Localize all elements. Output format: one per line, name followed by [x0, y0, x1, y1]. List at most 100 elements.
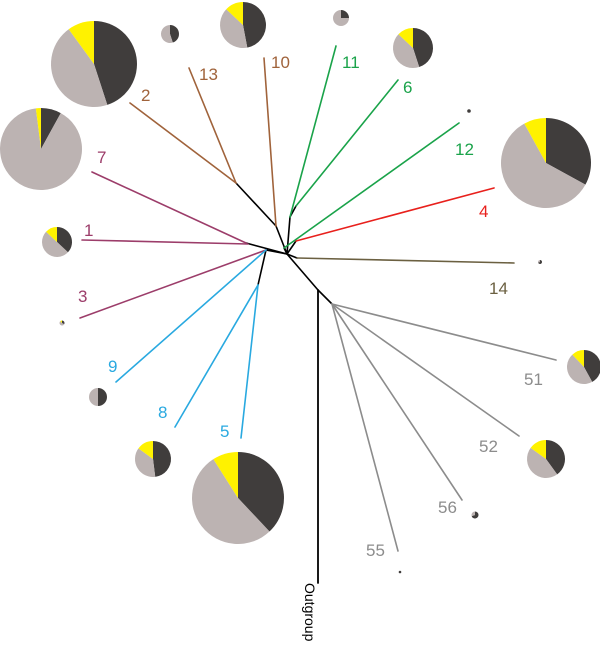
clade-10-slice-grey [220, 9, 248, 48]
clade-55-pie [398, 570, 402, 574]
clade-5-slice-yellow [213, 452, 238, 498]
clade-8-slice-dark [153, 441, 172, 477]
tree-edges [79, 45, 557, 584]
clade-7-label: 7 [97, 148, 106, 167]
clade-7-slice-dark [41, 108, 61, 149]
clade-10-branch [263, 57, 277, 227]
backbone-branch [286, 216, 291, 255]
clade-9-branch [115, 249, 267, 383]
clade-6-pie [393, 27, 433, 68]
clade-56-pie [471, 511, 479, 519]
clade-56-label: 56 [438, 498, 457, 517]
clade-51-pie [566, 350, 600, 384]
clade-6-slice-dark [413, 27, 433, 68]
clade-3-slice-dark [62, 320, 65, 325]
clade-13-slice-grey [161, 25, 173, 44]
clade-4-branch [295, 187, 495, 242]
clade-3-pie [59, 320, 65, 326]
clade-13-pie [161, 25, 179, 44]
clade-11-branch [289, 45, 337, 218]
clade-52-pie [526, 440, 566, 479]
clade-1-label: 1 [84, 221, 93, 240]
clade-12-slice-dark [467, 109, 471, 113]
clade-4-label: 4 [479, 202, 488, 221]
pie-charts [0, 2, 600, 574]
clade-1-slice-yellow [46, 227, 57, 242]
clade-5-pie [192, 452, 284, 544]
clade-8-slice-grey [135, 448, 156, 477]
clade-8-branch [174, 284, 259, 428]
clade-3-branch [79, 249, 267, 319]
backbone-branch [286, 240, 297, 255]
backbone-branch [257, 249, 267, 286]
clade-52-slice-dark [546, 440, 566, 475]
backbone-branch [283, 247, 288, 255]
clade-7-pie [0, 108, 82, 190]
clade-3-label: 3 [78, 287, 87, 306]
clade-9-slice-dark [98, 388, 107, 406]
clade-8-label: 8 [158, 403, 167, 422]
clade-11-pie [333, 10, 349, 26]
clade-7-slice-grey [0, 108, 82, 190]
clade-9-pie [89, 388, 107, 406]
clade-5-branch [240, 284, 259, 439]
clade-4-slice-grey [500, 123, 586, 209]
clade-8-slice-yellow [138, 441, 153, 459]
backbone-branch [265, 249, 288, 255]
clade-13-slice-dark [170, 25, 179, 43]
clade-13-label: 13 [199, 65, 218, 84]
clade-1-slice-dark [57, 227, 72, 253]
clade-10-pie [220, 2, 266, 48]
clade-52-slice-yellow [530, 440, 546, 459]
backbone-branch [317, 289, 333, 305]
clade-14-slice-dark [538, 260, 542, 264]
clade-55-label: 55 [366, 541, 385, 560]
backbone-branch [286, 253, 298, 259]
clade-56-slice-dark [471, 511, 479, 519]
outgroup-label: Outgroup [302, 583, 318, 642]
clade-2-label: 2 [141, 86, 150, 105]
clade-6-label: 6 [403, 78, 412, 97]
clade-2-branch [129, 102, 237, 184]
clade-9-label: 9 [108, 357, 117, 376]
clade-51-branch [331, 303, 557, 361]
clade-55-branch [331, 303, 399, 552]
clade-1-pie [42, 227, 72, 257]
clade-3-slice-yellow [60, 320, 62, 323]
clade-13-branch [188, 67, 237, 184]
clade-10-slice-dark [243, 2, 266, 48]
clade-4-pie [500, 118, 591, 209]
clade-11-slice-grey [333, 10, 349, 26]
clade-12-pie [467, 109, 471, 113]
clade-6-slice-yellow [398, 28, 413, 48]
clade-14-slice-grey [538, 260, 540, 263]
clade-1-branch [81, 239, 249, 245]
clade-51-slice-yellow [572, 350, 584, 367]
clade-7-branch [91, 171, 247, 244]
clade-7-slice-yellow [35, 108, 41, 149]
clade-6-branch [295, 79, 399, 207]
clade-8-pie [135, 441, 172, 477]
clade-11-slice-dark [341, 10, 349, 18]
clade-2-slice-grey [51, 29, 108, 108]
clade-56-branch [331, 303, 463, 501]
clade-55-slice-dark [398, 570, 402, 574]
clade-5-slice-grey [192, 459, 270, 544]
clade-5-slice-dark [238, 452, 284, 532]
clade-2-slice-dark [94, 21, 137, 105]
clade-5-label: 5 [220, 422, 229, 441]
clade-9-slice-grey [89, 388, 98, 406]
backbone-branch [286, 253, 319, 291]
clade-14-label: 14 [489, 279, 508, 298]
clade-52-label: 52 [479, 437, 498, 456]
clade-12-label: 12 [455, 140, 474, 159]
clade-10-slice-yellow [226, 2, 243, 25]
clade-3-slice-grey [59, 321, 65, 326]
clade-6-slice-grey [393, 34, 420, 68]
clade-14-branch [296, 257, 515, 264]
clade-12-branch [283, 122, 460, 249]
backbone-branch [235, 182, 277, 227]
clade-2-pie [51, 21, 137, 108]
clade-51-label: 51 [524, 370, 543, 389]
